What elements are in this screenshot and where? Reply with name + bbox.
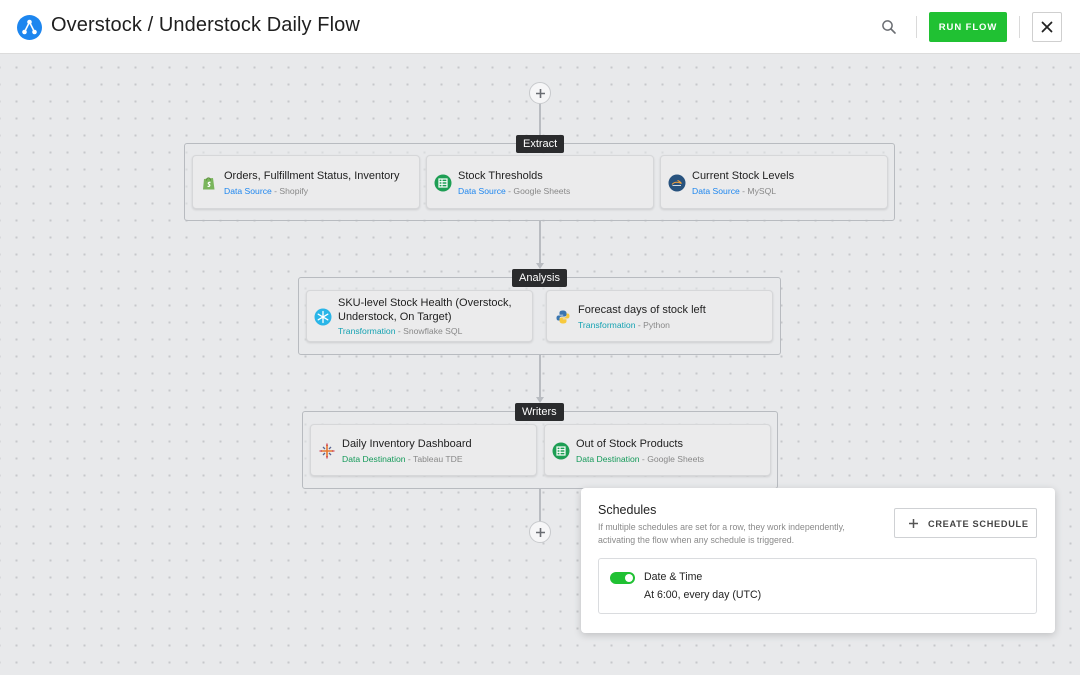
schedules-description: If multiple schedules are set for a row,…	[598, 522, 845, 545]
node-subtitle: Data Destination - Tableau TDE	[342, 454, 463, 464]
node-sku-stock-health[interactable]: SKU-level Stock Health (Overstock, Under…	[306, 290, 533, 342]
node-title: Current Stock Levels	[692, 170, 795, 182]
stage-label-analysis[interactable]: Analysis	[512, 269, 567, 287]
node-title: Orders, Fulfillment Status, Inventory	[224, 170, 400, 182]
add-step-bottom-button[interactable]	[529, 521, 551, 543]
connector	[539, 355, 541, 397]
node-stock-thresholds[interactable]: Stock Thresholds Data Source - Google Sh…	[426, 155, 654, 209]
node-subtitle: Data Source - Shopify	[224, 186, 308, 196]
node-service: Shopify	[279, 186, 309, 196]
node-category: Data Source	[224, 186, 272, 196]
schedules-title: Schedules	[598, 503, 657, 517]
node-title: Forecast days of stock left	[578, 304, 706, 316]
schedule-value: At 6:00, every day (UTC)	[644, 589, 762, 601]
node-service: Google Sheets	[513, 186, 571, 196]
google-sheets-icon	[434, 174, 452, 192]
node-category: Transformation	[338, 326, 396, 336]
top-bar: Overstock / Understock Daily Flow RUN FL…	[0, 0, 1080, 54]
search-icon[interactable]	[878, 16, 900, 38]
connector	[539, 221, 541, 263]
node-separator: -	[405, 454, 414, 464]
node-subtitle: Data Destination - Google Sheets	[576, 454, 704, 464]
connector	[539, 104, 541, 136]
connector	[539, 489, 541, 521]
schedule-item[interactable]: Date & Time At 6:00, every day (UTC)	[598, 558, 1037, 614]
schedule-type: Date & Time	[644, 571, 703, 583]
node-separator: -	[395, 326, 404, 336]
node-title: Out of Stock Products	[576, 438, 683, 450]
mysql-icon	[668, 174, 686, 192]
header-divider	[1019, 16, 1020, 38]
create-schedule-button[interactable]: CREATE SCHEDULE	[894, 508, 1037, 538]
close-button[interactable]	[1032, 12, 1062, 42]
python-icon	[554, 308, 572, 326]
node-service: Snowflake SQL	[403, 326, 463, 336]
node-orders-shopify[interactable]: Orders, Fulfillment Status, Inventory Da…	[192, 155, 420, 209]
plus-icon	[536, 89, 545, 98]
node-subtitle: Data Source - Google Sheets	[458, 186, 570, 196]
node-service: Google Sheets	[647, 454, 705, 464]
node-separator: -	[635, 320, 644, 330]
header-divider	[916, 16, 917, 38]
node-subtitle: Transformation - Python	[578, 320, 670, 330]
add-step-top-button[interactable]	[529, 82, 551, 104]
stage-label-writers[interactable]: Writers	[515, 403, 564, 421]
node-daily-inventory-dashboard[interactable]: Daily Inventory Dashboard Data Destinati…	[310, 424, 537, 476]
arrow-icon	[536, 397, 544, 403]
node-service: Tableau TDE	[413, 454, 463, 464]
node-category: Data Destination	[342, 454, 406, 464]
node-current-stock-levels[interactable]: Current Stock Levels Data Source - MySQL	[660, 155, 888, 209]
snowflake-icon	[314, 308, 332, 326]
node-category: Transformation	[578, 320, 636, 330]
node-separator: -	[739, 186, 748, 196]
node-subtitle: Data Source - MySQL	[692, 186, 776, 196]
node-separator: -	[505, 186, 514, 196]
node-title: Daily Inventory Dashboard	[342, 438, 472, 450]
schedules-panel: Schedules If multiple schedules are set …	[581, 488, 1055, 633]
node-service: MySQL	[747, 186, 777, 196]
close-icon	[1041, 21, 1053, 33]
plus-icon	[536, 528, 545, 537]
tableau-icon	[318, 442, 336, 460]
node-forecast-days[interactable]: Forecast days of stock left Transformati…	[546, 290, 773, 342]
node-subtitle: Transformation - Snowflake SQL	[338, 326, 462, 336]
google-sheets-icon	[552, 442, 570, 460]
node-title: SKU-level Stock Health (Overstock, Under…	[338, 297, 512, 323]
node-out-of-stock-products[interactable]: Out of Stock Products Data Destination -…	[544, 424, 771, 476]
node-service: Python	[643, 320, 670, 330]
arrow-icon	[536, 263, 544, 269]
shopify-icon	[200, 174, 218, 192]
create-schedule-label: CREATE SCHEDULE	[928, 518, 1029, 529]
page-title: Overstock / Understock Daily Flow	[51, 14, 360, 36]
node-category: Data Source	[458, 186, 506, 196]
run-flow-button[interactable]: RUN FLOW	[929, 12, 1007, 42]
node-title: Stock Thresholds	[458, 170, 543, 182]
schedule-enabled-toggle[interactable]	[610, 572, 635, 584]
node-category: Data Source	[692, 186, 740, 196]
node-separator: -	[639, 454, 648, 464]
stage-label-extract[interactable]: Extract	[516, 135, 565, 153]
plus-icon	[909, 519, 918, 528]
node-separator: -	[271, 186, 280, 196]
app-logo-icon[interactable]	[17, 15, 42, 40]
node-category: Data Destination	[576, 454, 640, 464]
